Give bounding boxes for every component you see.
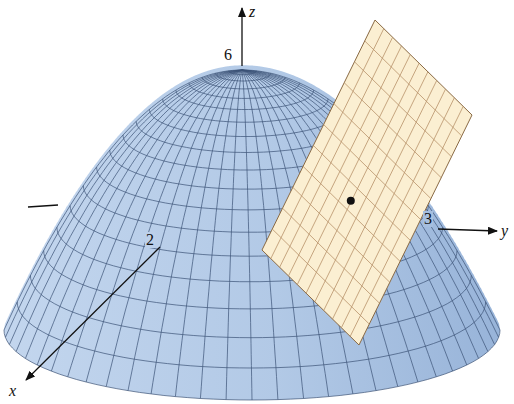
tick-value: 6 xyxy=(224,47,232,63)
plane-grid xyxy=(271,29,463,337)
coordinate-axes xyxy=(26,8,497,380)
tick-value: 2 xyxy=(145,232,155,248)
axis-label: z xyxy=(249,4,255,20)
y-axis xyxy=(438,229,497,231)
plane-face xyxy=(262,20,472,345)
tick-value: 3 xyxy=(423,211,433,227)
z-axis xyxy=(241,8,242,66)
axis-label: y xyxy=(501,223,508,239)
tangent-plane xyxy=(262,20,472,345)
axis-label: x xyxy=(9,383,16,399)
tangent-point xyxy=(347,197,355,205)
y-axis-stub xyxy=(28,205,58,207)
x-axis xyxy=(26,247,160,380)
